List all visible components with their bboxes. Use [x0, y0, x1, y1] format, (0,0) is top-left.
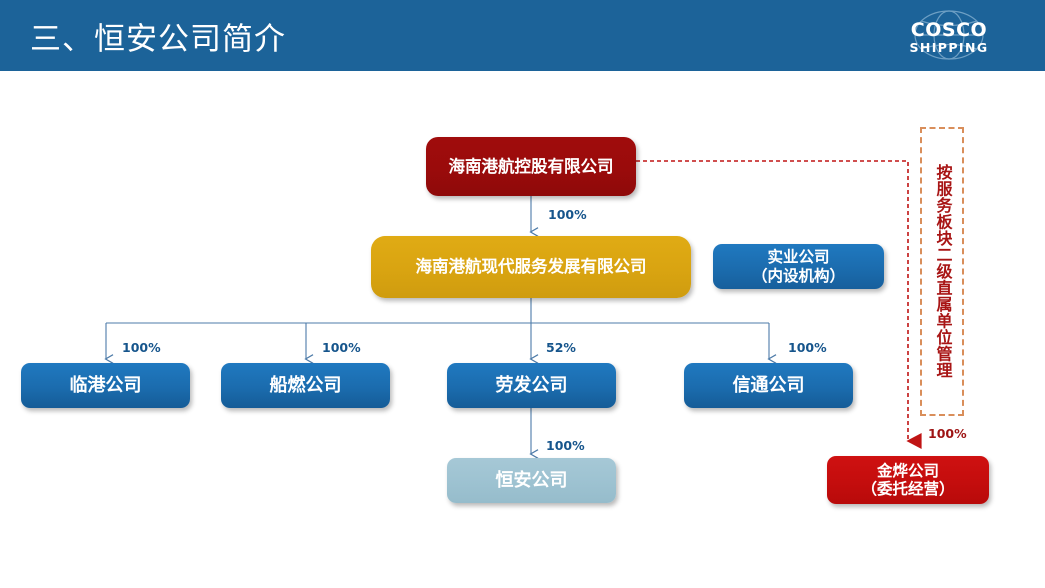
vertical-annotation-text: 按服务板块二级直属单位管理 [933, 164, 953, 379]
edge-label-root-entrust: 100% [928, 426, 967, 441]
node-child1-label: 临港公司 [69, 374, 142, 396]
node-entrust-label-line1: 金烨公司 [876, 461, 939, 480]
node-jinye[interactable]: 金烨公司 （委托经营） [827, 456, 989, 504]
node-child-laofa[interactable]: 劳发公司 [447, 363, 616, 408]
node-root[interactable]: 海南港航控股有限公司 [426, 137, 636, 196]
node-side-label-line2: （内设机构） [751, 266, 845, 285]
svg-text:SHIPPING: SHIPPING [909, 40, 988, 55]
vertical-annotation-box: 按服务板块二级直属单位管理 [920, 127, 964, 416]
node-child-xintong[interactable]: 信通公司 [684, 363, 853, 408]
node-mid-label: 海南港航现代服务发展有限公司 [415, 257, 647, 277]
node-root-label: 海南港航控股有限公司 [448, 156, 614, 176]
page-header: 三、恒安公司简介 COSCO SHIPPING [0, 0, 1045, 71]
node-child2-label: 船燃公司 [269, 374, 342, 396]
node-child-lingang[interactable]: 临港公司 [21, 363, 190, 408]
cosco-shipping-logo: COSCO SHIPPING [891, 8, 1007, 64]
edge-label-child3-leaf: 100% [546, 438, 585, 453]
node-entrust-label-line2: （委托经营） [861, 480, 955, 498]
edge-label-root-mid: 100% [548, 207, 587, 222]
page-title: 三、恒安公司简介 [30, 21, 286, 57]
node-side-industry[interactable]: 实业公司 （内设机构） [713, 244, 884, 289]
edge-label-mid-child2: 100% [322, 340, 361, 355]
svg-text:COSCO: COSCO [911, 19, 987, 41]
node-mid[interactable]: 海南港航现代服务发展有限公司 [371, 236, 691, 298]
edge-label-mid-child1: 100% [122, 340, 161, 355]
node-hengan[interactable]: 恒安公司 [447, 458, 616, 503]
node-leaf-label: 恒安公司 [495, 469, 568, 491]
node-child3-label: 劳发公司 [495, 374, 568, 396]
node-child4-label: 信通公司 [732, 374, 805, 396]
edge-label-mid-child3: 52% [546, 340, 576, 355]
node-child-chuanran[interactable]: 船燃公司 [221, 363, 390, 408]
org-chart-canvas: 海南港航控股有限公司 海南港航现代服务发展有限公司 实业公司 （内设机构） 临港… [0, 71, 1045, 588]
node-side-label-line1: 实业公司 [767, 248, 830, 267]
edge-label-mid-child4: 100% [788, 340, 827, 355]
